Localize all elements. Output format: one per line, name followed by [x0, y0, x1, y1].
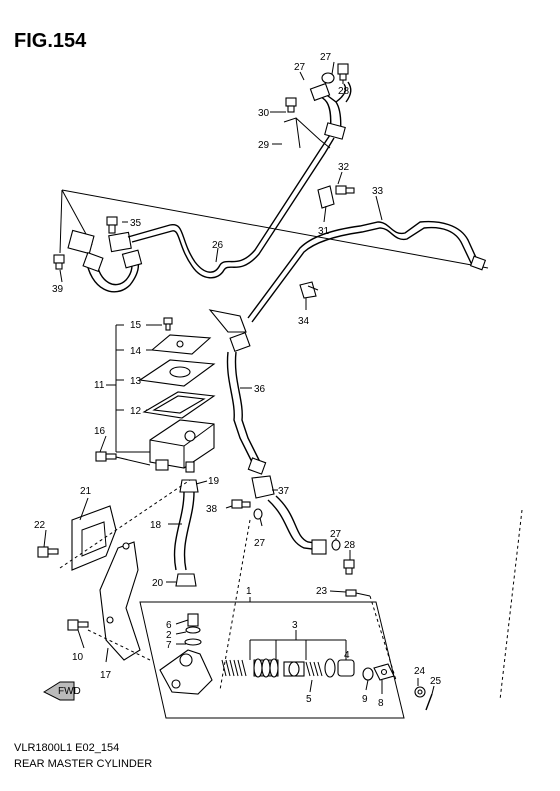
callout-29: 29 — [258, 140, 270, 151]
callout-23: 23 — [316, 586, 328, 597]
callout-37: 37 — [278, 486, 290, 497]
model-code: VLR1800L1 E02_154 — [14, 742, 120, 754]
callout-36: 36 — [254, 384, 266, 395]
callout-18: 18 — [150, 520, 162, 531]
callout-19: 19 — [208, 476, 220, 487]
leader-lines — [43, 61, 435, 695]
callout-28: 28 — [344, 540, 356, 551]
callout-16: 16 — [94, 426, 106, 437]
union-joint-left — [67, 229, 143, 293]
callout-2: 2 — [166, 630, 172, 641]
figure-title: FIG.154 — [14, 30, 87, 52]
upper-hose-group — [283, 63, 352, 149]
callout-38: 38 — [206, 504, 218, 515]
callout-15: 15 — [130, 320, 142, 331]
callout-14: 14 — [130, 346, 142, 357]
callout-11: 11 — [94, 380, 105, 391]
callout-27: 27 — [330, 529, 342, 540]
reservoir-group — [95, 317, 216, 473]
piston-set — [221, 589, 395, 681]
reservoir-hose-18 — [173, 479, 199, 587]
callout-21: 21 — [80, 486, 92, 497]
callout-35: 35 — [130, 218, 142, 229]
clamp-34 — [299, 281, 319, 299]
callout-3: 3 — [292, 620, 298, 631]
master-cylinder-body — [159, 613, 213, 695]
bolt-35 — [106, 216, 118, 234]
callout-4: 4 — [344, 650, 350, 661]
figure-caption: REAR MASTER CYLINDER — [14, 758, 153, 770]
callout-26: 26 — [212, 240, 224, 251]
callout-1: 1 — [246, 586, 252, 597]
callout-22: 22 — [34, 520, 46, 531]
fwd-label: FWD — [58, 686, 81, 697]
callout-32: 32 — [338, 162, 350, 173]
callouts: 27 27 28 30 29 32 33 31 35 26 39 34 15 1… — [34, 52, 442, 709]
hose-joint-37 — [231, 475, 355, 575]
callout-25: 25 — [430, 676, 442, 687]
callout-34: 34 — [298, 316, 310, 327]
callout-6: 6 — [166, 620, 172, 631]
callout-27: 27 — [320, 52, 332, 63]
callout-12: 12 — [130, 406, 142, 417]
callout-10: 10 — [72, 652, 84, 663]
clamp-31 — [317, 185, 355, 209]
callout-5: 5 — [306, 694, 312, 705]
bracket-17 — [67, 541, 141, 661]
callout-28: 28 — [338, 86, 350, 97]
callout-24: 24 — [414, 666, 426, 677]
brake-pipe-26 — [127, 134, 331, 273]
callout-8: 8 — [378, 698, 384, 709]
bracket-21 — [37, 505, 117, 571]
callout-20: 20 — [152, 578, 164, 589]
callout-13: 13 — [130, 376, 142, 387]
master-cylinder-frame — [139, 597, 405, 719]
brake-pipe-33 — [247, 220, 479, 319]
callout-9: 9 — [362, 694, 368, 705]
callout-39: 39 — [52, 284, 64, 295]
callout-31: 31 — [318, 226, 330, 237]
callout-33: 33 — [372, 186, 384, 197]
brake-hose-36 — [208, 309, 267, 475]
callout-30: 30 — [258, 108, 270, 119]
callout-27: 27 — [294, 62, 306, 73]
fwd-arrow: FWD — [42, 681, 81, 701]
bolt-39 — [53, 254, 65, 270]
callout-17: 17 — [100, 670, 112, 681]
callout-7: 7 — [166, 640, 172, 651]
callout-27: 27 — [254, 538, 266, 549]
washer-pin — [414, 686, 433, 711]
